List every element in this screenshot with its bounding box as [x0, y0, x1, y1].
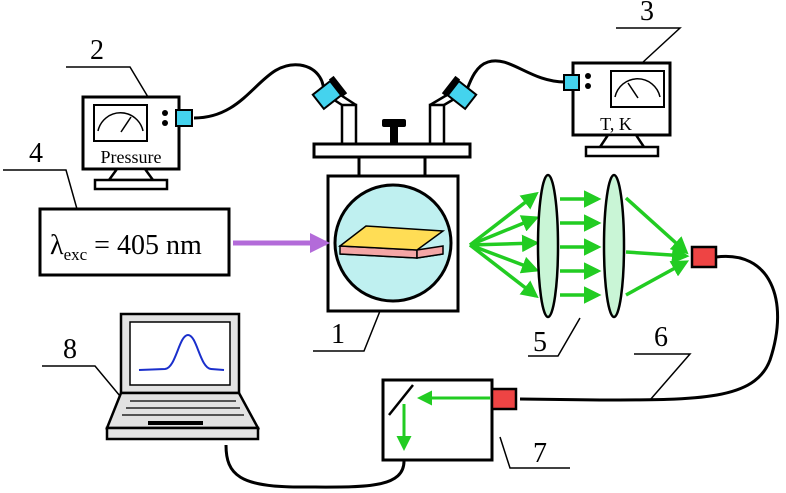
label-2: 2 — [90, 35, 104, 66]
gauge-dial-icon — [610, 70, 665, 108]
temperature-label: T, K — [600, 114, 632, 134]
right-port — [428, 75, 478, 147]
fiber-connector-icon — [563, 74, 580, 91]
gauge-dial-icon — [93, 104, 148, 142]
focused-beam — [624, 196, 690, 297]
laser-source: λexc = 405 nm — [38, 207, 231, 277]
optical-fiber — [519, 254, 779, 402]
sample — [337, 225, 446, 259]
emission-beam — [468, 191, 540, 299]
pressure-gauge: Pressure — [81, 95, 193, 191]
label-4: 4 — [29, 138, 43, 169]
label-7: 7 — [533, 438, 547, 469]
spectrometer — [381, 378, 518, 462]
label-5: 5 — [533, 327, 547, 358]
label-6: 6 — [654, 322, 668, 353]
label-1: 1 — [331, 319, 345, 350]
fiber-connector-icon — [175, 109, 193, 127]
lens-icon — [602, 173, 626, 319]
spectrum-curve — [138, 333, 225, 371]
collimated-beam — [560, 190, 602, 304]
pressure-label: Pressure — [101, 147, 162, 167]
data-cable — [224, 444, 406, 489]
laptop-icon — [105, 312, 261, 441]
excitation-wavelength: λexc = 405 nm — [50, 230, 202, 264]
cryostat — [311, 75, 478, 313]
temperature-cable — [464, 59, 566, 93]
temperature-gauge: T, K — [563, 61, 672, 158]
label-3: 3 — [640, 0, 654, 27]
left-port — [311, 75, 358, 147]
fiber-connector-icon — [490, 387, 518, 411]
label-8: 8 — [63, 334, 77, 365]
fiber-connector-icon — [690, 245, 718, 269]
pressure-cable — [193, 63, 325, 120]
lens-icon — [536, 173, 560, 319]
leader-lines — [3, 27, 692, 469]
